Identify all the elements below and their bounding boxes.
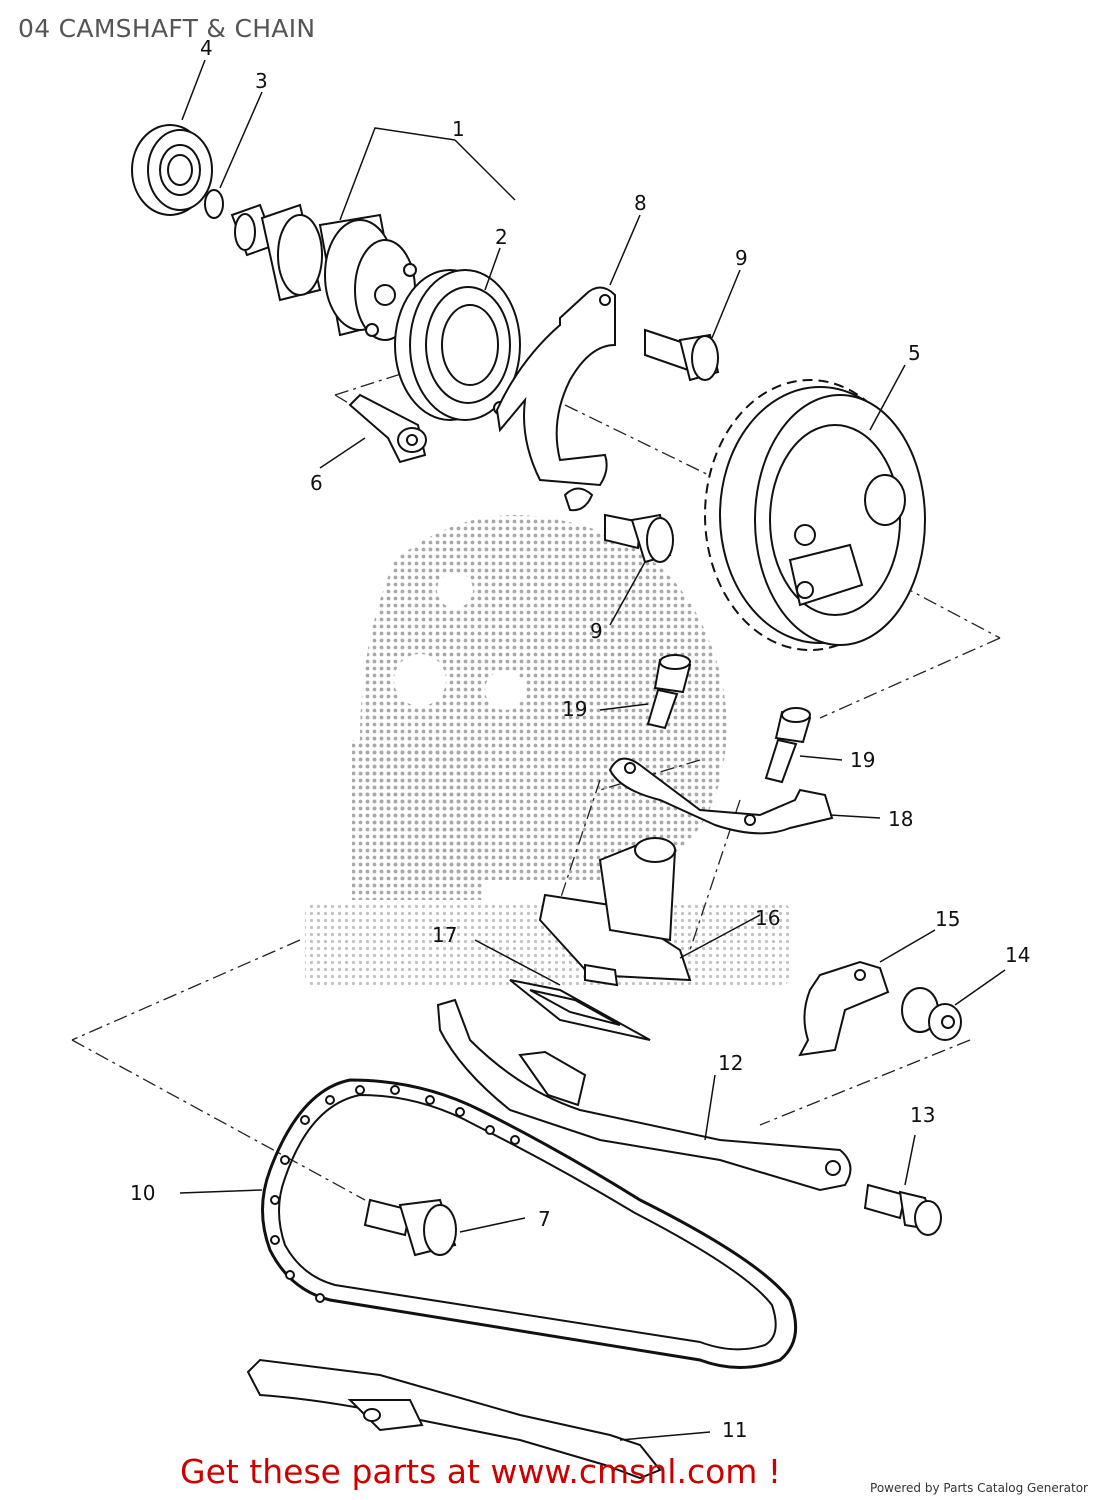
callout-11: 11 — [722, 1418, 747, 1442]
bolt-part-13 — [863, 1183, 942, 1236]
callout-9-lower: 9 — [590, 619, 603, 643]
callout-16: 16 — [755, 906, 780, 930]
callout-19-right: 19 — [850, 748, 875, 772]
callout-14: 14 — [1005, 943, 1030, 967]
timing-chain-part-10 — [261, 1078, 798, 1369]
bolt-part-7 — [363, 1198, 457, 1257]
callout-3: 3 — [255, 69, 268, 93]
bearing-part-2 — [394, 269, 521, 421]
callout-18: 18 — [888, 807, 913, 831]
callout-2: 2 — [495, 225, 508, 249]
callout-9-upper: 9 — [735, 246, 748, 270]
callout-19-left: 19 — [562, 697, 587, 721]
camshaft-part-1 — [230, 203, 417, 341]
sprocket-part-5 — [704, 379, 926, 651]
o-ring-part-3 — [204, 189, 224, 219]
bolt-part-9-upper — [644, 328, 720, 382]
chain-guide-part-11 — [246, 1358, 662, 1480]
callout-17: 17 — [432, 923, 457, 947]
bolt-part-9-lower — [604, 513, 674, 564]
guide-part-18 — [608, 757, 834, 835]
callout-15: 15 — [935, 907, 960, 931]
page-title: 04 CAMSHAFT & CHAIN — [18, 14, 316, 43]
screw-part-19-left — [646, 654, 692, 730]
screw-part-19-right — [764, 707, 812, 784]
callout-8: 8 — [634, 191, 647, 215]
tensioner-part-16 — [538, 837, 692, 987]
callout-13: 13 — [910, 1103, 935, 1127]
pin-part-6 — [348, 393, 427, 464]
chain-guide-part-12 — [436, 998, 852, 1192]
footer-cta-link[interactable]: Get these parts at www.cmsnl.com ! — [180, 1452, 782, 1491]
plate-part-15 — [798, 960, 890, 1057]
bearing-part-4 — [131, 124, 213, 216]
callout-6: 6 — [310, 471, 323, 495]
collar-part-14 — [901, 987, 962, 1041]
plate-part-8 — [495, 286, 616, 512]
callout-10: 10 — [130, 1181, 155, 1205]
callout-5: 5 — [908, 341, 921, 365]
gasket-part-17 — [509, 979, 651, 1041]
callout-1: 1 — [452, 117, 465, 141]
callout-4: 4 — [200, 36, 213, 60]
callout-7: 7 — [538, 1207, 551, 1231]
leader-lines — [179, 59, 1006, 1441]
callout-12: 12 — [718, 1051, 743, 1075]
powered-by-text: Powered by Parts Catalog Generator — [870, 1481, 1088, 1495]
